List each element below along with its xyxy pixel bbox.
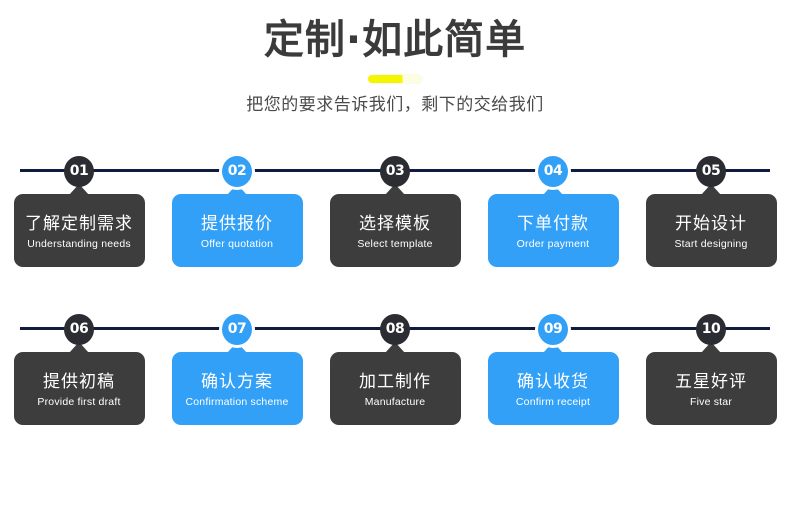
page-title: 定制·如此简单 (263, 17, 527, 63)
step-card-01[interactable]: 了解定制需求 Understanding needs (13, 184, 145, 267)
step-badge-04[interactable]: 04 (538, 155, 568, 187)
step-badge-01[interactable]: 01 (64, 155, 94, 187)
step-cards: 提供初稿 Provide first draft 确认方案 Confirmati… (0, 342, 790, 425)
step-badges: 01 02 03 04 05 (0, 155, 790, 187)
title-divider (0, 66, 790, 92)
step-card-04[interactable]: 下单付款 Order payment (487, 184, 619, 267)
card-slot: 加工制作 Manufacture (316, 342, 474, 425)
step-card-06[interactable]: 提供初稿 Provide first draft (13, 342, 145, 425)
step-card-subtitle: Provide first draft (37, 396, 121, 408)
step-badge-10[interactable]: 10 (696, 313, 726, 345)
step-card-subtitle: Understanding needs (27, 238, 131, 250)
steps-row-1: 01 02 03 04 05 了解定制需求 Understanding need… (0, 149, 790, 279)
step-card-title: 加工制作 (359, 372, 431, 392)
card-slot: 开始设计 Start designing (632, 184, 790, 267)
step-card-title: 提供初稿 (43, 372, 115, 392)
step-card-07[interactable]: 确认方案 Confirmation scheme (171, 342, 303, 425)
step-badge-05[interactable]: 05 (696, 155, 726, 187)
step-card-title: 选择模板 (359, 214, 431, 234)
step-card-title: 了解定制需求 (25, 214, 133, 234)
card-slot: 提供报价 Offer quotation (158, 184, 316, 267)
step-card-02[interactable]: 提供报价 Offer quotation (171, 184, 303, 267)
badge-slot: 01 (0, 155, 158, 187)
step-badge-09[interactable]: 09 (538, 313, 568, 345)
step-card-03[interactable]: 选择模板 Select template (329, 184, 461, 267)
step-card-subtitle: Confirmation scheme (185, 396, 289, 408)
step-card-title: 下单付款 (517, 214, 589, 234)
step-card-subtitle: Manufacture (364, 396, 426, 408)
step-card-title: 五星好评 (675, 372, 747, 392)
card-slot: 确认收货 Confirm receipt (474, 342, 632, 425)
step-card-title: 提供报价 (201, 214, 273, 234)
card-slot: 了解定制需求 Understanding needs (0, 184, 158, 267)
badge-slot: 10 (632, 313, 790, 345)
step-card-title: 开始设计 (675, 214, 747, 234)
step-card-subtitle: Start designing (674, 238, 748, 250)
step-badge-08[interactable]: 08 (380, 313, 410, 345)
card-slot: 下单付款 Order payment (474, 184, 632, 267)
step-card-08[interactable]: 加工制作 Manufacture (329, 342, 461, 425)
badge-slot: 03 (316, 155, 474, 187)
step-card-09[interactable]: 确认收货 Confirm receipt (487, 342, 619, 425)
card-slot: 选择模板 Select template (316, 184, 474, 267)
step-card-title: 确认收货 (517, 372, 589, 392)
badge-slot: 05 (632, 155, 790, 187)
step-card-subtitle: Select template (357, 238, 433, 250)
badge-slot: 08 (316, 313, 474, 345)
step-card-subtitle: Order payment (516, 238, 590, 250)
badge-slot: 06 (0, 313, 158, 345)
step-card-05[interactable]: 开始设计 Start designing (645, 184, 777, 267)
badge-slot: 04 (474, 155, 632, 187)
badge-slot: 07 (158, 313, 316, 345)
step-cards: 了解定制需求 Understanding needs 提供报价 Offer qu… (0, 184, 790, 267)
step-card-subtitle: Five star (689, 396, 733, 408)
divider-pill-icon (368, 75, 422, 83)
step-card-title: 确认方案 (201, 372, 273, 392)
page-header: 定制·如此简单 把您的要求告诉我们，剩下的交给我们 (0, 0, 790, 118)
page-subtitle: 把您的要求告诉我们，剩下的交给我们 (246, 95, 544, 115)
card-slot: 确认方案 Confirmation scheme (158, 342, 316, 425)
step-badge-07[interactable]: 07 (222, 313, 252, 345)
step-card-subtitle: Confirm receipt (515, 396, 591, 408)
card-slot: 五星好评 Five star (632, 342, 790, 425)
step-badges: 06 07 08 09 10 (0, 313, 790, 345)
badge-slot: 02 (158, 155, 316, 187)
step-card-subtitle: Offer quotation (200, 238, 274, 250)
step-card-10[interactable]: 五星好评 Five star (645, 342, 777, 425)
step-badge-02[interactable]: 02 (222, 155, 252, 187)
card-slot: 提供初稿 Provide first draft (0, 342, 158, 425)
badge-slot: 09 (474, 313, 632, 345)
step-badge-06[interactable]: 06 (64, 313, 94, 345)
steps-row-2: 06 07 08 09 10 提供初稿 Provide first draft … (0, 307, 790, 437)
step-badge-03[interactable]: 03 (380, 155, 410, 187)
